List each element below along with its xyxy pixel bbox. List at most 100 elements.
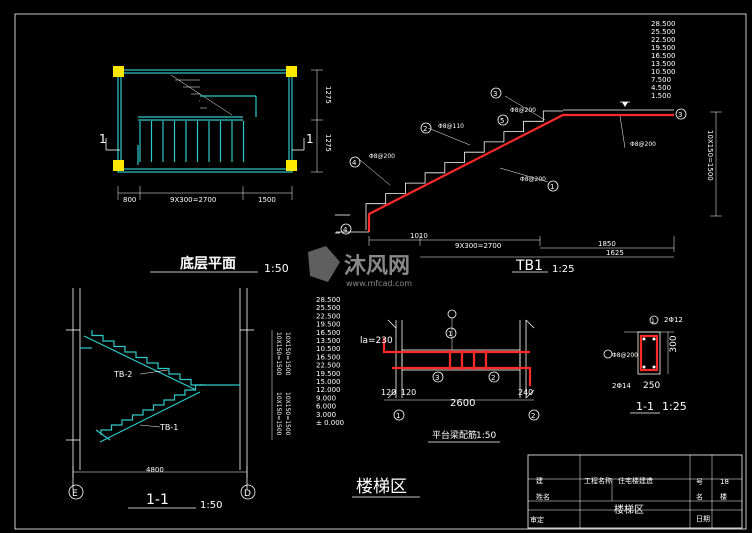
level-label: 7.500 <box>651 76 671 84</box>
column-marker <box>286 160 297 171</box>
dim-label: 10X150=1500 <box>275 392 282 436</box>
beam-scale: 1:50 <box>476 431 496 441</box>
detail-mark-label: 1 <box>550 183 554 191</box>
zone-title: 楼梯区 <box>356 477 407 497</box>
level-label: 16.500 <box>316 353 341 361</box>
dim-label: 800 <box>123 196 136 204</box>
bar-mark: 1 <box>448 330 452 338</box>
column-marker <box>113 160 124 171</box>
ground-floor-plan: 1 1 800 9X300=2700 1500 1275 1275 底层平面 1… <box>99 66 332 275</box>
tb-label: 号 <box>696 478 703 486</box>
tb-label: 建 <box>536 476 543 485</box>
detail-mark <box>340 223 352 235</box>
plan-scale: 1:50 <box>264 262 289 275</box>
level-label: 10.500 <box>316 345 341 353</box>
level-label: 15.000 <box>316 378 341 386</box>
platform-beam: la=230 1 3 2 120 120 2600 240 1 2 平台梁配筋 … <box>360 309 540 443</box>
dim-label: 120 <box>401 388 416 397</box>
drawing-frame <box>14 13 747 530</box>
dim-label: 1010 <box>410 232 428 240</box>
level-label: 28.500 <box>316 296 341 304</box>
level-label: 13.500 <box>651 60 676 68</box>
section-title: 1-1 <box>146 492 169 508</box>
level-label: 16.500 <box>316 329 341 337</box>
plan-title: 底层平面 <box>180 255 236 272</box>
level-label: 16.500 <box>651 52 676 60</box>
level-label: 9.000 <box>316 394 336 402</box>
watermark-logo: 沐风网 <box>344 254 410 279</box>
level-label: 22.500 <box>651 36 676 44</box>
rebar-line <box>367 113 674 232</box>
tb1-title: TB1 <box>515 258 543 274</box>
tb-label: 名 <box>696 492 703 501</box>
flight-label: TB-2 <box>113 370 132 379</box>
detail-mark <box>420 122 432 134</box>
level-label: 10.500 <box>651 68 676 76</box>
level-label: 19.500 <box>316 370 341 378</box>
rebar-line <box>392 366 532 386</box>
detail-mark-label: 4 <box>352 159 357 167</box>
level-label: ± 0.000 <box>316 419 344 427</box>
column-marker <box>113 66 124 77</box>
stirrup-label: Φ8@200 <box>612 352 638 359</box>
detail-mark-label: 3 <box>493 90 497 98</box>
detail-mark <box>547 180 559 192</box>
rebar-label: Φ8@110 <box>438 123 464 130</box>
dim-label: 4800 <box>146 466 164 474</box>
section-1-1: TB-2 TB-1 4800 E D 10X150=1500 10X150=15… <box>66 288 344 511</box>
flight-tb2 <box>91 330 202 386</box>
title-block: 建 工程名称 住宅楼建造 姓名 审定 楼梯区 号 18 名 楼 日期 <box>527 454 743 529</box>
level-label: 3.000 <box>316 411 336 419</box>
top-bar-label: 2Φ12 <box>664 316 683 324</box>
level-label: 19.500 <box>316 321 341 329</box>
detail-mark <box>675 108 687 120</box>
level-label: 6.000 <box>316 403 336 411</box>
detail-mark-label: 2 <box>423 125 427 133</box>
tb-label: 姓名 <box>536 492 550 501</box>
bar-mark: 3 <box>435 374 439 382</box>
rebar-label: Φ8@200 <box>510 107 536 114</box>
dim-label: 9X300=2700 <box>170 196 216 204</box>
dim-label: 10X150=1500 <box>706 130 714 181</box>
level-label: 22.500 <box>316 312 341 320</box>
beam-section-scale: 1:25 <box>662 400 687 413</box>
rebar-label: Φ8@200 <box>520 176 546 183</box>
watermark-logo-icon <box>308 246 340 282</box>
level-label: 13.500 <box>316 337 341 345</box>
section-mark: 1 <box>99 132 107 146</box>
level-label: 25.500 <box>316 304 341 312</box>
dim-label: 2600 <box>450 398 475 409</box>
tb1-elevation: 28.50025.50022.50019.50016.50013.50010.5… <box>335 20 722 275</box>
detail-mark <box>490 87 502 99</box>
section-mark: 1 <box>306 132 314 146</box>
drawing-title: 楼梯区 <box>614 503 644 516</box>
rebar-label: Φ8@200 <box>369 153 395 160</box>
bottom-bar-label: 2Φ14 <box>612 382 631 390</box>
stirrup <box>639 334 659 372</box>
bar-mark: 2 <box>491 374 495 382</box>
dim-label: 1500 <box>258 196 276 204</box>
level-label: 4.500 <box>651 84 671 92</box>
axis-label: E <box>72 489 78 499</box>
dim-label: 10X150=1500 <box>284 392 291 436</box>
axis-label: D <box>244 489 251 499</box>
dim-label: 10X150=1500 <box>284 332 291 376</box>
detail-mark-label: 4 <box>343 226 348 234</box>
dim-label: 120 <box>381 388 396 397</box>
bar-mark: 1 <box>651 318 655 325</box>
level-label: 25.500 <box>651 28 676 36</box>
axis-label: 1 <box>396 412 400 420</box>
tb-label: 审定 <box>530 515 544 524</box>
height-label: 300 <box>669 335 679 352</box>
tb-value: 住宅楼建造 <box>618 476 653 485</box>
axis-label: 2 <box>531 412 535 420</box>
stair-profile <box>365 110 563 214</box>
tb-label: 工程名称 <box>584 476 612 485</box>
level-label: 12.000 <box>316 386 341 394</box>
watermark-url: www.mfcad.com <box>346 279 412 288</box>
flight-tb1 <box>100 384 206 435</box>
dim-label: 1625 <box>606 249 624 257</box>
width-label: 250 <box>643 381 660 391</box>
section-scale: 1:50 <box>200 500 222 511</box>
level-label: 22.500 <box>316 362 341 370</box>
